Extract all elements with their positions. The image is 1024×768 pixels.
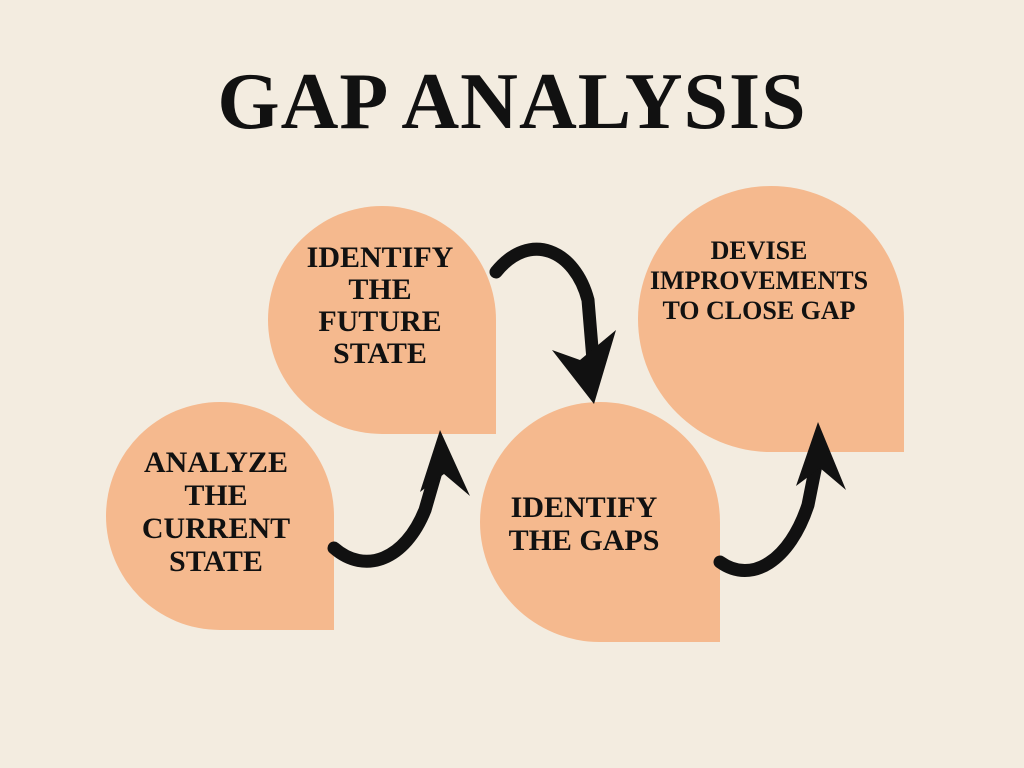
step-label: ANALYZE THE CURRENT STATE (141, 446, 291, 578)
step-analyze-current-state: ANALYZE THE CURRENT STATE (106, 402, 334, 630)
step-devise-improvements: DEVISE IMPROVEMENTS TO CLOSE GAP (638, 186, 904, 452)
step-label: DEVISE IMPROVEMENTS TO CLOSE GAP (649, 236, 869, 325)
step-identify-gaps: IDENTIFY THE GAPS (480, 402, 720, 642)
curved-arrow-icon (489, 242, 616, 404)
step-label: IDENTIFY THE GAPS (508, 491, 660, 557)
curved-arrow-icon (327, 430, 470, 568)
step-label: IDENTIFY THE FUTURE STATE (306, 241, 454, 370)
step-identify-future-state: IDENTIFY THE FUTURE STATE (268, 206, 496, 434)
page-title: GAP ANALYSIS (217, 58, 807, 146)
